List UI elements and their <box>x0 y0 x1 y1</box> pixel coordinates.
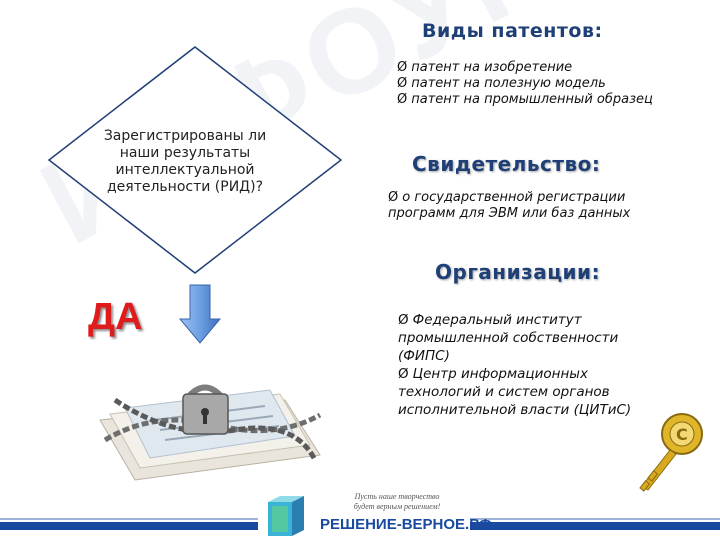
bullet-arrow-icon: Ø <box>388 190 399 205</box>
answer-yes: ДА <box>88 296 143 338</box>
org-line-4: Центр информационных <box>412 366 588 382</box>
certificate-heading: Свидетельство: <box>412 152 601 176</box>
bullet-arrow-icon: Ø <box>397 60 408 75</box>
svg-text:C: C <box>676 425 688 444</box>
decision-diamond <box>47 46 343 274</box>
bullet-arrow-icon: Ø <box>398 312 409 328</box>
locked-documents-illustration <box>99 384 322 481</box>
key-icon: C <box>639 413 703 492</box>
site-logo-text[interactable]: РЕШЕНИЕ-ВЕРНОЕ.РФ <box>320 516 492 533</box>
bullet-arrow-icon: Ø <box>397 92 408 107</box>
org-line-2: промышленной собственности <box>398 330 619 346</box>
organizations-heading: Организации: <box>435 260 601 284</box>
certificate-line1: о государственной регистрации <box>402 190 626 205</box>
question-text: Зарегистрированы ли наши результаты инте… <box>103 128 267 195</box>
footer-slogan: Пусть наше творчество будет верным решен… <box>353 492 441 511</box>
org-line-3: (ФИПС) <box>398 348 450 364</box>
certificate-line2: программ для ЭВМ или баз данных <box>388 206 631 221</box>
bullet-arrow-icon: Ø <box>398 366 409 382</box>
bullet-arrow-icon: Ø <box>397 76 408 91</box>
org-line-6: исполнительной власти (ЦИТиС) <box>398 402 632 418</box>
org-line-5: технологий и систем органов <box>398 384 610 400</box>
patents-heading: Виды патентов: <box>422 20 603 42</box>
down-arrow-icon <box>178 284 222 344</box>
org-line-1: Федеральный институт <box>412 312 582 328</box>
cube-logo-icon <box>268 496 304 536</box>
